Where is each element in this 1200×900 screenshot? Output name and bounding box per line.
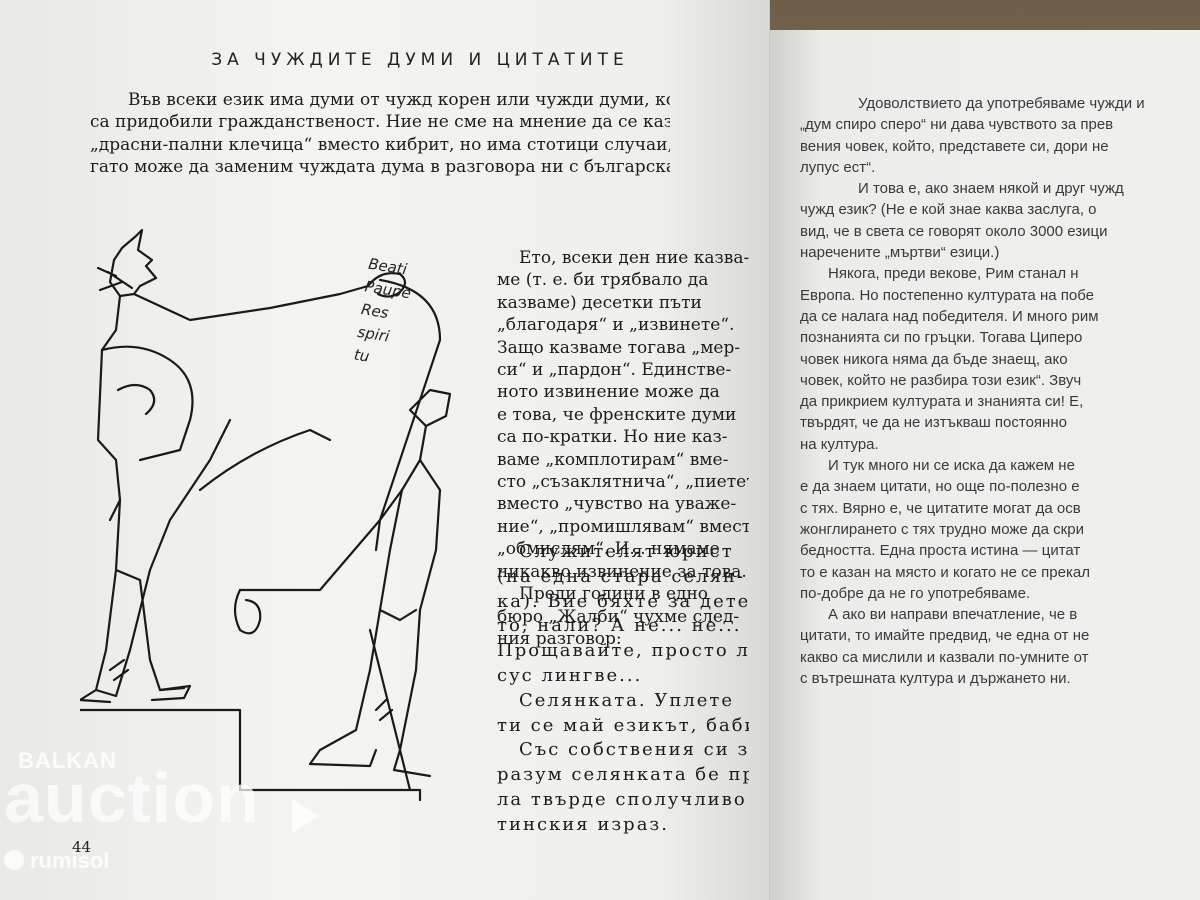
text-line: вид, че в света се говорят около 3000 ез… (800, 222, 1108, 240)
text-line: то е казан на място и когато не се прека… (800, 563, 1090, 581)
watermark: BALKAN auction rumisol (0, 740, 340, 890)
text-line: е това, че френските думи (497, 404, 737, 425)
text-line: лупус ест“. (800, 158, 876, 176)
text-line: ното извинение може да (497, 382, 720, 403)
text-line: човек, който не разбира този език“. Звуч (800, 371, 1082, 389)
running-head: ЗА ЧУЖДИТЕ ДУМИ И ЦИТАТИТЕ (211, 50, 629, 70)
text-line: да се налага над победителя. И много рим (800, 307, 1099, 325)
text-line: гато може да заменим чуждата дума в разг… (90, 157, 670, 178)
text-line: ка). Вие бяхте за дете- (497, 590, 749, 612)
text-line: Селянката. Уплете (519, 689, 735, 711)
right-page (770, 30, 1200, 900)
text-line: Удоволствието да употребяваме чужди и (858, 95, 1145, 112)
text-line: с вътрешната култура и държането ни. (800, 670, 1071, 688)
left-page: ЗА ЧУЖДИТЕ ДУМИ И ЦИТАТИТЕ Във всеки ези… (0, 0, 770, 900)
text-line: човек никога няма да бъде знаещ, ако (800, 350, 1068, 368)
text-line: наречените „мъртви“ езици.) (800, 244, 1000, 262)
text-line: И това е, ако знаем някой и друг чужд (858, 180, 1124, 198)
text-line: Защо казваме тогава „мер- (497, 337, 741, 358)
text-line: И тук много ни се иска да кажем не (828, 457, 1075, 475)
text-line: казваме) десетки пъти (497, 292, 702, 313)
text-line: познанията си по гръцки. Тогава Циперо (800, 329, 1083, 347)
text-line: „обмислям“. И... нямаме (497, 539, 720, 560)
text-line: (на една стара селян- (497, 565, 746, 587)
text-line: никакво извинение за това. (497, 561, 747, 582)
text-line: Във всеки език има думи от чужд корен ил… (128, 90, 670, 110)
text-line: ваме „комплотирам“ вме- (497, 449, 729, 470)
intro-paragraph: Във всеки език има думи от чужд корен ил… (90, 89, 670, 179)
text-line: Със собствения си здрав (519, 739, 749, 761)
text-line: ла твърде сполучливо ла- (497, 788, 749, 810)
play-icon (292, 798, 318, 834)
text-line: А ако ви направи впечатление, че в (828, 606, 1078, 624)
text-line: сус лингве... (497, 664, 643, 686)
text-line: да прикрием културата и знанията си! Е, (800, 393, 1084, 411)
text-line: вместо „чувство на уваже- (497, 494, 737, 515)
text-line: Прощавайте, просто лап- (497, 640, 749, 662)
right-page-text: Удоволствието да употребяваме чужди и „д… (800, 93, 1200, 689)
text-line: са по-кратки. Но ние каз- (497, 427, 728, 448)
text-line: са придобили гражданственост. Ние не сме… (90, 112, 670, 133)
text-line: с тях. Вярно е, че цитатите могат да осв (800, 499, 1081, 517)
text-line: вения човек, който, представете си, дори… (800, 137, 1109, 155)
text-line: тинския израз. (497, 813, 669, 835)
text-line: то, нали? А не... не... (497, 615, 742, 637)
text-line: на култура. (800, 435, 879, 453)
text-line: разум селянката бе преве- (497, 764, 749, 786)
text-line: ти се май езикът, баби... (497, 714, 749, 736)
text-line: чужд език? (Не е кой знае каква заслуга,… (800, 201, 1097, 219)
text-line: бедността. Една проста истина — цитат (800, 542, 1081, 560)
watermark-word: auction (4, 759, 260, 837)
text-line: твърдят, че да не изтъкваш постоянно (800, 414, 1067, 432)
dialogue-paragraph: Служителят юрист (на една стара селян- к… (497, 540, 749, 838)
text-line: Ето, всеки ден ние казва- (519, 248, 749, 268)
roman-and-peasant-illustration (80, 228, 452, 802)
text-line: бюро „Жалби“ чухме след- (497, 606, 740, 627)
text-line: жонглирането с тях трудно може да скри (800, 520, 1084, 538)
seller-icon (4, 850, 24, 870)
text-line: сто „съзаклятничa“, „пиетет“ (497, 472, 749, 493)
page-number: 44 (72, 838, 92, 856)
column-paragraph: Ето, всеки ден ние казва- ме (т. е. би т… (497, 247, 749, 650)
text-line: си“ и „пардон“. Единстве- (497, 360, 732, 381)
text-line: какво са мислили и казвали по-умните от (800, 648, 1089, 666)
text-line: цитати, то имайте предвид, че една от не (800, 627, 1090, 645)
text-line: е да знаем цитати, но още по-полезно е (800, 478, 1080, 496)
text-line: „дум спиро сперо“ ни дава чувството за п… (800, 116, 1114, 134)
watermark-seller: rumisol (30, 848, 110, 873)
text-line: Преди години в едно (519, 584, 709, 605)
text-line: „благодаря“ и „извинете“. (497, 315, 735, 336)
text-line: Служителят юрист (519, 541, 734, 562)
text-line: Някога, преди векове, Рим станал н (828, 265, 1079, 283)
text-line: ние“, „промишлявам“ вместо (497, 516, 749, 537)
text-line: ме (т. е. би трябвало да (497, 270, 709, 291)
watermark-brand: BALKAN (18, 748, 117, 773)
text-line: ния разговор: (497, 628, 622, 649)
text-line: „драсни-пални клечица“ вместо кибрит, но… (90, 134, 670, 155)
text-line: по-добре да не го употребяваме. (800, 584, 1031, 602)
text-line: Европа. Но постепенно културата на побе (800, 286, 1094, 304)
